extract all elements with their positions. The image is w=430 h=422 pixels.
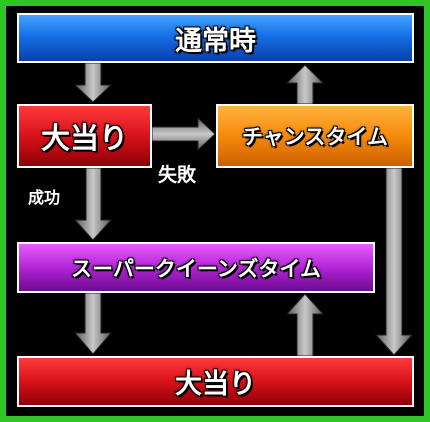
node-normal-label: 通常時 — [175, 25, 256, 57]
arrow-superqueen-to-jackpot-bottom — [73, 292, 113, 355]
arrow-chance-to-normal — [285, 64, 325, 105]
node-chance-time-label: チャンスタイム — [242, 125, 388, 149]
edge-label-fail: 失敗 — [158, 164, 197, 186]
arrow-chance-to-jackpot-bottom — [374, 167, 414, 356]
arrow-jackpot-to-chance — [151, 116, 216, 152]
arrow-jackpot-bottom-to-superqueen — [285, 293, 325, 357]
node-super-queen-time-label: スーパークイーンズタイム — [71, 256, 321, 281]
node-normal: 通常時 — [17, 13, 414, 63]
node-chance-time: チャンスタイム — [216, 104, 414, 168]
node-super-queen-time: スーパークイーンズタイム — [17, 242, 375, 293]
arrow-jackpot-to-superqueen — [73, 167, 113, 241]
node-jackpot-bottom: 大当り — [17, 356, 414, 407]
node-jackpot-bottom-label: 大当り — [175, 369, 256, 400]
node-jackpot-top-label: 大当り — [40, 121, 128, 155]
arrow-normal-to-jackpot — [73, 62, 113, 103]
node-jackpot-top: 大当り — [17, 104, 152, 168]
edge-label-success: 成功 — [28, 188, 61, 207]
